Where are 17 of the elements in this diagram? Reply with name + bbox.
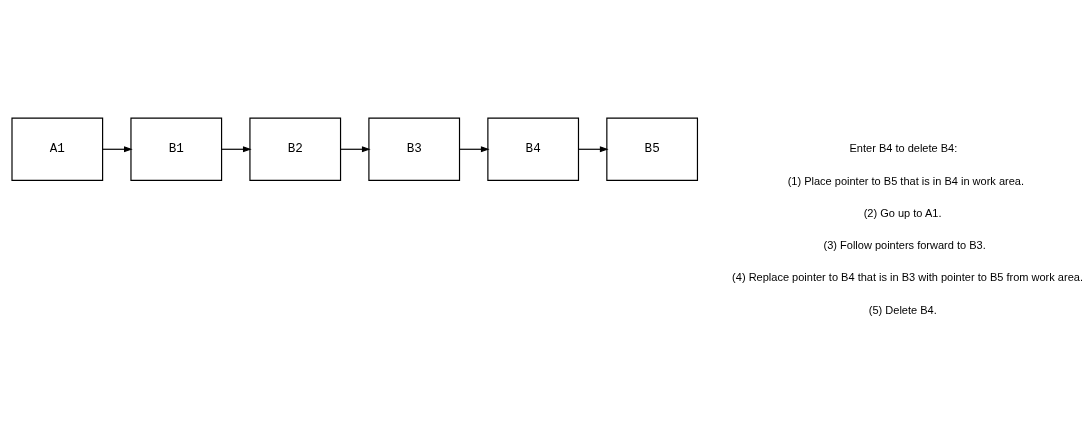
- arrow: [578, 145, 609, 152]
- node-box: B3: [368, 117, 461, 181]
- node-box: B2: [249, 117, 342, 181]
- arrow: [221, 145, 252, 152]
- node-box: A1: [11, 117, 104, 181]
- node-box: B1: [130, 117, 223, 181]
- node-box: B4: [487, 117, 580, 181]
- label: (4) Replace pointer to B4 that is in B3 with pointer to B5 from work area.: [732, 270, 1083, 283]
- arrow: [340, 145, 371, 152]
- arrow: [102, 145, 133, 152]
- label: (5) Delete B4.: [868, 303, 937, 316]
- label: (1) Place pointer to B5 that is in B4 in work area.: [787, 173, 1025, 186]
- arrow: [459, 145, 490, 152]
- label: (2) Go up to A1.: [863, 206, 942, 219]
- label: Enter B4 to delete B4:: [849, 141, 958, 154]
- node-box: B5: [606, 117, 699, 181]
- label: (3) Follow pointers forward to B3.: [823, 238, 986, 251]
